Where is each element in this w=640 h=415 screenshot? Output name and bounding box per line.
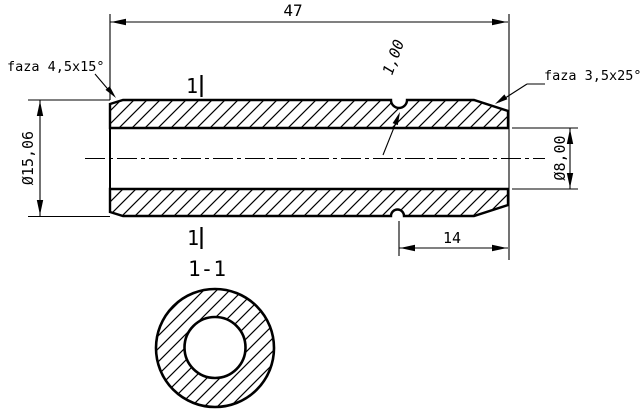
upper-wall-section: [108, 98, 510, 130]
arrowhead-down-icon: [566, 173, 574, 188]
arrowhead-down-icon: [36, 200, 44, 215]
dimension-outer-diameter: Ø15,06: [19, 99, 110, 218]
arrowhead-down-right-icon: [105, 86, 116, 98]
chamfer-right-callout: faza 3,5x25°: [495, 68, 640, 104]
arrowhead-left-icon: [400, 244, 415, 252]
main-section-view: [85, 98, 545, 218]
dimension-text-inner-diameter: Ø8,00: [551, 135, 569, 180]
groove-depth-callout: 1,00: [379, 37, 408, 156]
arrowhead-right-icon: [492, 18, 507, 26]
cut-mark-top-text: 1: [186, 74, 198, 98]
arrowhead-left-icon: [111, 18, 126, 26]
arrowhead-up-icon: [566, 129, 574, 144]
cut-mark-bottom-text: 1: [187, 226, 199, 250]
arrowhead-right-icon: [492, 244, 507, 252]
section-bore-circle: [183, 315, 247, 380]
lower-wall-section: [108, 187, 510, 218]
dimension-total-length: 47: [109, 1, 510, 260]
dimension-text-groove-position: 14: [443, 229, 461, 247]
dimension-text-outer-diameter: Ø15,06: [19, 131, 37, 185]
arrowhead-down-left-icon: [495, 94, 508, 104]
groove-depth-text: 1,00: [379, 37, 408, 77]
dimension-text-total-length: 47: [283, 1, 302, 20]
chamfer-right-text: faza 3,5x25°: [544, 68, 640, 84]
section-view-title: 1-1: [188, 257, 226, 281]
arrowhead-up-icon: [36, 101, 44, 116]
section-cut-marks: 1 1: [186, 74, 203, 250]
dimension-inner-diameter: Ø8,00: [512, 127, 578, 190]
chamfer-left-text: faza 4,5x15°: [7, 59, 105, 75]
arrowhead-up-icon: [392, 112, 400, 126]
dimension-groove-position: 14: [398, 221, 508, 256]
cross-section-view: 1-1: [154, 257, 276, 409]
chamfer-left-callout: faza 4,5x15°: [7, 59, 116, 98]
